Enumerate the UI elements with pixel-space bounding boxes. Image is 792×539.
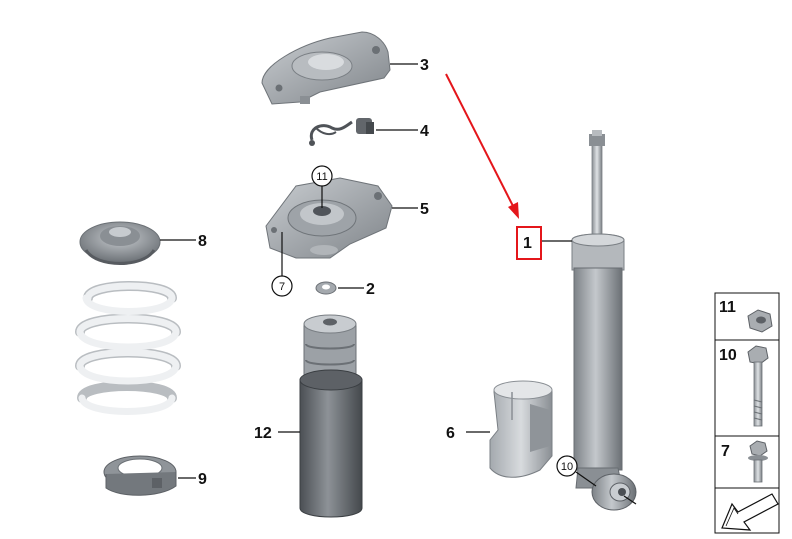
callout-3: 3: [420, 57, 429, 74]
fastener-panel: 11 10 7: [714, 292, 780, 534]
callout-12: 12: [254, 425, 272, 442]
hex-bolt-icon: [747, 345, 769, 427]
spring-seat: [79, 221, 161, 265]
bump-stop-boot: [299, 314, 363, 518]
callout-8: 8: [198, 233, 207, 250]
callout-9: 9: [198, 471, 207, 488]
short-bolt-icon: [748, 440, 768, 483]
panel-label-10: 10: [719, 347, 737, 364]
callout-1: 1: [523, 235, 532, 252]
washer: [315, 281, 337, 295]
callout-4: 4: [420, 123, 429, 140]
callout-10: 10: [561, 461, 573, 473]
exploded-view-arrow-icon: [721, 493, 779, 531]
coil-spring: [75, 281, 181, 415]
highlight-box: [516, 226, 542, 260]
lower-spring-pad: [103, 455, 177, 496]
protective-sleeve: [489, 380, 553, 478]
top-mount-plate: [261, 31, 391, 105]
sensor-bracket: [309, 118, 374, 146]
callout-2: 2: [366, 281, 375, 298]
red-arrow-indicator: [445, 73, 519, 219]
callout-7: 7: [279, 281, 285, 293]
strut-mount: [265, 177, 393, 259]
callout-5: 5: [420, 201, 429, 218]
callout-11: 11: [316, 171, 327, 183]
panel-label-7: 7: [721, 443, 730, 460]
callout-6: 6: [446, 425, 455, 442]
hex-nut-icon: [747, 309, 773, 333]
shock-absorber: [571, 130, 637, 511]
panel-label-11: 11: [719, 299, 736, 316]
